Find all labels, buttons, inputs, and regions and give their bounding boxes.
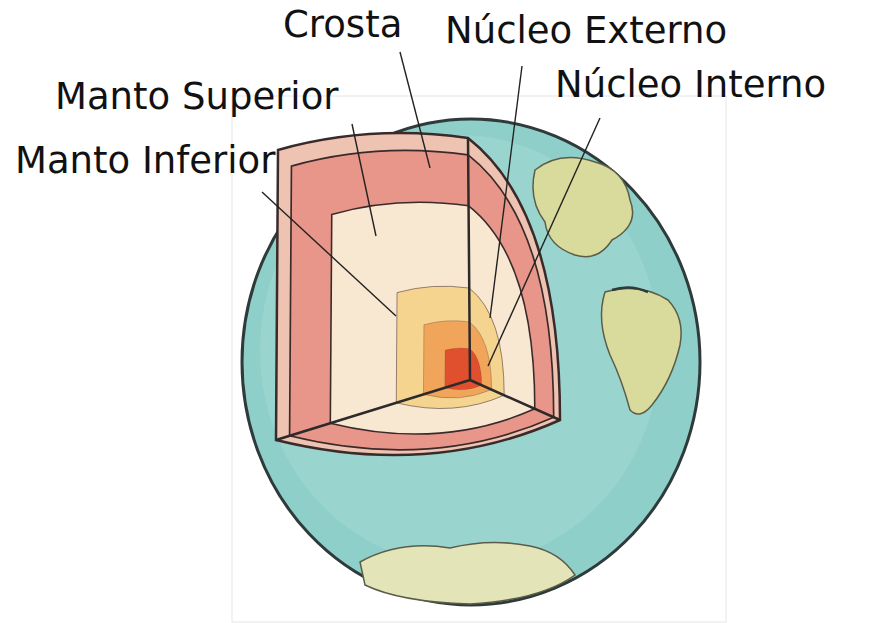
leader-line [262,192,396,316]
continent [360,542,575,604]
globe [242,119,700,605]
leader-line [352,124,376,236]
cut-edge [276,138,560,440]
leader-line [490,66,522,318]
layer-label: Manto Superior [55,76,338,119]
outer-core-layer [396,286,504,408]
continent [601,288,681,414]
lower-mantle-layer [330,202,534,434]
ocean-shade [260,135,660,565]
crust-layer [276,133,560,455]
continent-edge [612,287,648,292]
layer-label: Núcleo Externo [445,10,727,53]
layer-label: Núcleo Interno [555,64,826,107]
layer-label: Manto Inferior [15,140,275,183]
upper-mantle-layer [290,150,554,449]
frame [232,96,726,622]
leader-line [488,118,600,366]
continent [533,158,633,257]
layer-label: Crosta [283,4,402,47]
leader-line [400,52,430,168]
